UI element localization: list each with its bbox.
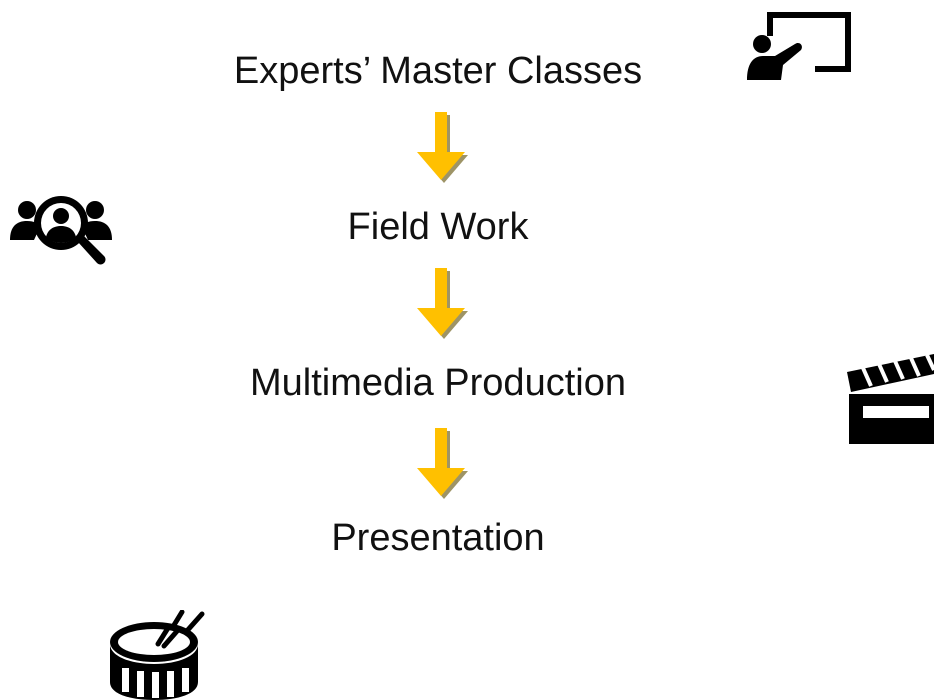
arrow-down-icon bbox=[417, 428, 468, 499]
step-field-work: Field Work bbox=[347, 206, 529, 248]
step-experts-master-classes: Experts’ Master Classes bbox=[233, 50, 643, 92]
arrow-down-icon bbox=[417, 112, 468, 183]
drum-icon bbox=[110, 610, 205, 700]
step-multimedia-production: Multimedia Production bbox=[250, 362, 626, 404]
clapperboard-icon bbox=[847, 354, 934, 444]
presentation-board-icon bbox=[747, 12, 851, 80]
step-presentation: Presentation bbox=[331, 517, 545, 559]
arrow-down-icon bbox=[417, 268, 468, 339]
user-search-icon bbox=[10, 196, 112, 265]
